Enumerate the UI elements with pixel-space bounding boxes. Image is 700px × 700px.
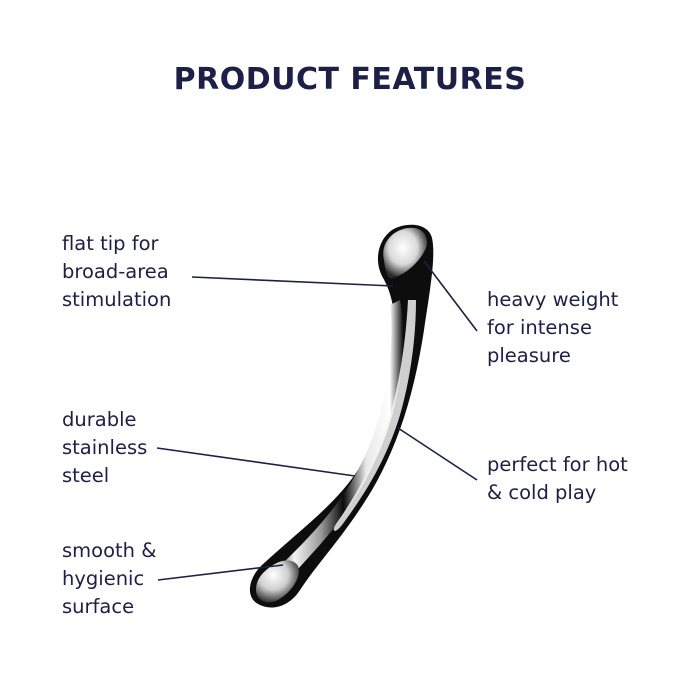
connector-flat-tip (191, 276, 394, 287)
feature-label-durable-steel: durable stainless steel (62, 408, 148, 487)
wand-outline (249, 224, 434, 608)
feature-label-flat-tip: flat tip for broad-area stimulation (62, 232, 172, 311)
feature-label-smooth-hygienic: smooth & hygienic surface (62, 539, 157, 618)
feature-label-heavy-weight: heavy weight for intense pleasure (487, 288, 619, 367)
wand-body-highlight (270, 300, 403, 588)
connector-lines (156, 260, 478, 581)
steel-wand (249, 224, 434, 608)
wand-edge-highlight (333, 300, 416, 531)
connector-hot-cold (397, 427, 478, 481)
connector-heavy-weight (423, 260, 478, 332)
feature-label-hot-cold: perfect for hot & cold play (487, 453, 628, 504)
wand-bulb-end (256, 560, 299, 603)
connector-smooth-hygienic (157, 564, 284, 581)
connector-durable-steel (156, 447, 356, 477)
page-title: PRODUCT FEATURES (173, 62, 527, 97)
wand-flat-tip (383, 227, 428, 279)
